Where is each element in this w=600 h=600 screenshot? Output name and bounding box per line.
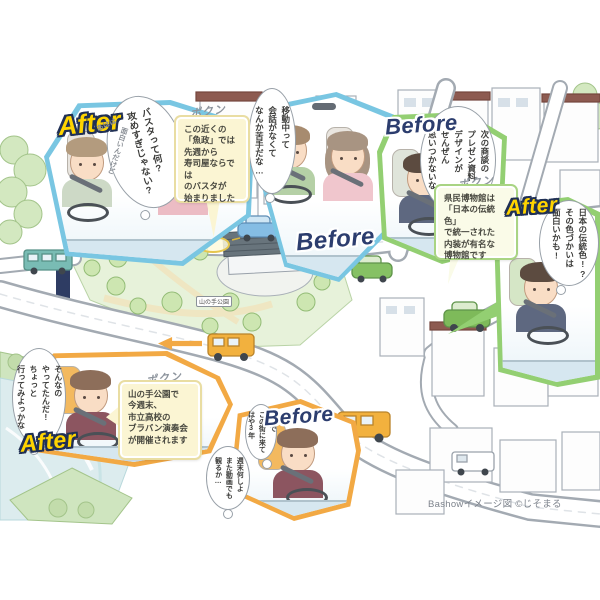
- thought-bubble-women-before: 移動中って 会話がなくて なんか苦手だな…: [248, 88, 296, 203]
- after-label-woman: After: [18, 425, 78, 457]
- steering-wheel: [67, 203, 109, 222]
- van-yellow-1: [207, 333, 255, 361]
- car-interior: [264, 97, 389, 277]
- thought-bubble-man-after: 日本の伝統色!? その色づかいは 面白いかも!: [539, 200, 599, 295]
- rearview-mirror: [312, 103, 336, 110]
- thought-bubble-woman-before: 転勤で この街に来て はや3年: [245, 404, 277, 469]
- driver-character: [61, 135, 113, 207]
- park-sign: 山の手公園: [196, 296, 233, 307]
- thought-bubble-woman-after: そんなの やってたんだ! ちょっと 行ってみよっかな: [12, 348, 66, 455]
- bus-teal: [23, 249, 73, 275]
- before-label-man: Before: [384, 109, 459, 140]
- announcement-concert: 山の手公園で 今週末、 市立高校の ブラバン演奏会 が開催されます: [120, 382, 200, 458]
- announcement-museum: 県民博物館は 「日本の伝統色」 で統一された 内装が有名な 博物館です: [436, 186, 516, 260]
- driver-character: [272, 426, 324, 498]
- passenger-character: [322, 129, 374, 201]
- after-label-man: After: [505, 193, 559, 220]
- credit-text: Bashowイメージ図 ©じそまる: [428, 499, 562, 510]
- thought-bubble-woman-before-2: 週末何しよ また動画でも 観るか…: [206, 446, 250, 519]
- steering-wheel: [527, 326, 569, 345]
- van-white: [451, 451, 495, 476]
- announcement-pasta: この近くの 「魚政」では 先週から 寿司屋ならでは のバスタが 始まりました: [176, 117, 248, 203]
- before-label-woman: Before: [263, 402, 335, 431]
